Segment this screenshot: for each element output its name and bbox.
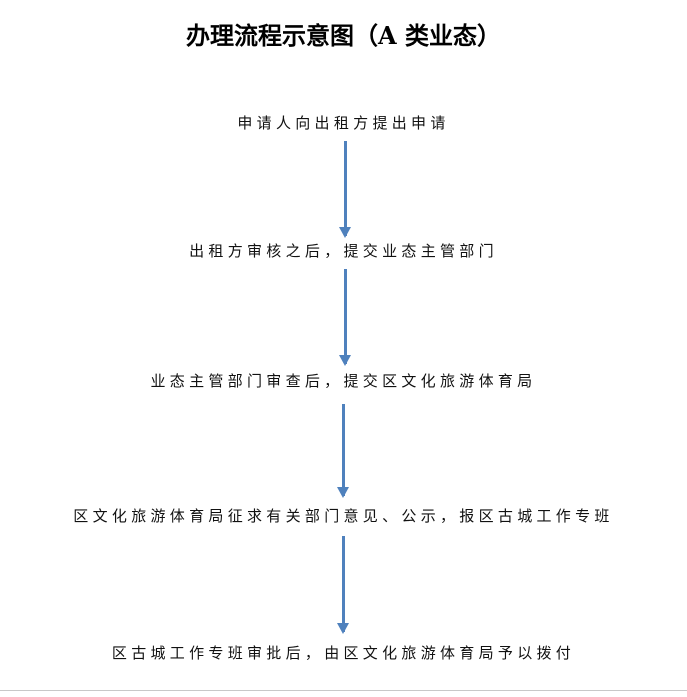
- arrow-down-icon: [337, 404, 349, 498]
- flow-step-1: 申请人向出租方提出申请: [237, 114, 450, 132]
- arrow-down-icon: [337, 536, 349, 634]
- flow-step-3: 业态主管部门审查后，提交区文化旅游体育局: [150, 372, 537, 390]
- page-divider: [0, 690, 687, 691]
- flow-step-5: 区古城工作专班审批后，由区文化旅游体育局予以拨付: [111, 644, 576, 662]
- flow-step-4: 区文化旅游体育局征求有关部门意见、公示，报区古城工作专班: [73, 507, 614, 525]
- arrow-down-icon: [339, 141, 351, 238]
- page-title: 办理流程示意图（A 类业态）: [186, 21, 501, 50]
- flow-step-2: 出租方审核之后，提交业态主管部门: [189, 242, 498, 260]
- arrow-down-icon: [339, 269, 351, 366]
